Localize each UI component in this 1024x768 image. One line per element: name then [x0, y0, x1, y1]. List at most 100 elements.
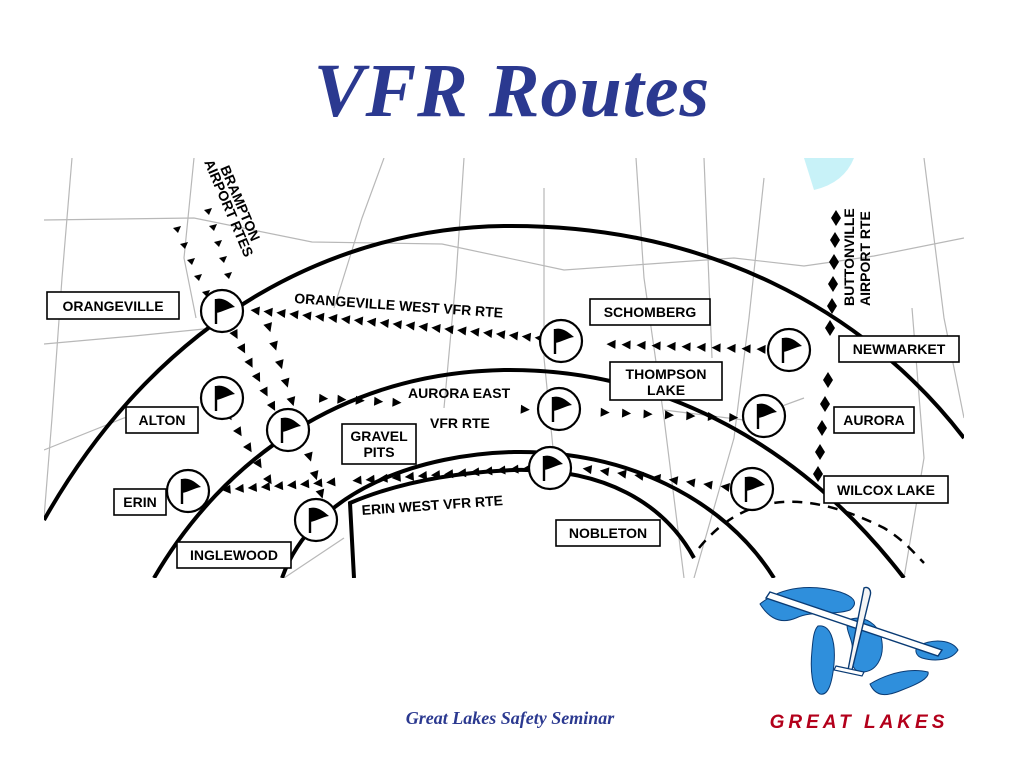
route-arrow [318, 393, 329, 403]
road [635, 158, 685, 578]
flag [746, 476, 765, 491]
route-arrow [666, 341, 676, 351]
lake-water [804, 158, 854, 190]
route-arrow [521, 332, 532, 342]
town-label-alton: ALTON [125, 406, 199, 434]
route-label-buttonville-2: AIRPORT RTE [857, 211, 873, 306]
flag [282, 417, 301, 432]
route-arrow [599, 467, 610, 477]
town-label-gravel-pits: GRAVEL PITS [341, 423, 417, 465]
route-arrow [634, 471, 644, 481]
route-arrow [392, 397, 402, 407]
route-arrow [643, 409, 653, 419]
reporting-point-flag-icon [199, 375, 245, 421]
route-arrow [315, 312, 325, 322]
flag [758, 403, 777, 418]
vfr-route-map: ORANGEVILLE SCHOMBERG NEWMARKET THOMPSON… [44, 158, 964, 578]
route-arrow [276, 309, 286, 318]
route-arrow [391, 472, 401, 482]
route-diamond [817, 420, 827, 436]
route-arrow [300, 479, 310, 489]
route-arrow [236, 343, 246, 354]
reporting-point-flag-icon [741, 393, 787, 439]
route-arrow [315, 488, 325, 499]
route-arrow [756, 344, 766, 354]
route-arrow [470, 467, 480, 477]
label-box [555, 519, 661, 547]
route-arrow [209, 224, 217, 231]
buttonville-airport-route [813, 210, 841, 482]
road [443, 158, 465, 409]
route-arrow [194, 274, 202, 281]
route-arrow [337, 394, 347, 404]
reporting-point-flag-icon [165, 468, 211, 514]
town-name: GRAVEL [350, 428, 408, 444]
flag [216, 298, 235, 313]
town-name: LAKE [647, 382, 685, 398]
road [183, 158, 197, 319]
reporting-point-flag-icon [293, 497, 339, 543]
great-lakes-logo: GREAT LAKES [759, 586, 959, 733]
town-name: AURORA [843, 412, 904, 428]
town-label-inglewood: INGLEWOOD [176, 541, 292, 569]
route-arrow [668, 476, 679, 486]
glider-tail [833, 665, 865, 677]
middle-boundary-arc [152, 367, 906, 578]
route-arrow [405, 321, 415, 331]
route-arrow [621, 340, 631, 350]
route-arrow [286, 396, 296, 407]
route-diamond [815, 444, 825, 460]
flag [216, 385, 235, 400]
route-arrow [243, 442, 252, 453]
route-arrow [520, 404, 530, 414]
route-arrow [373, 396, 384, 406]
glider-wing [764, 591, 944, 657]
town-name: SCHOMBERG [604, 304, 697, 320]
route-arrow [229, 328, 238, 340]
route-arrow [352, 475, 362, 485]
route-diamond [831, 210, 841, 226]
route-diamond [823, 372, 833, 388]
outer-boundary-arc [44, 223, 964, 521]
lake-erie [869, 670, 929, 695]
route-arrow [244, 357, 253, 368]
route-arrow [214, 240, 222, 247]
route-arrow [508, 331, 519, 341]
town-name: WILCOX LAKE [837, 482, 935, 498]
route-arrow [483, 466, 493, 476]
route-arrow [651, 341, 661, 351]
route-arrow [269, 340, 278, 351]
route-arrow [202, 290, 210, 297]
road [923, 158, 964, 419]
town-label-aurora: AURORA [833, 406, 915, 434]
route-arrow [266, 400, 276, 411]
route-arrow [681, 342, 691, 352]
route-arrow [696, 342, 706, 352]
road [693, 177, 765, 578]
road [44, 217, 964, 271]
vfr-route-arrows [221, 306, 781, 499]
town-label-newmarket: NEWMARKET [838, 335, 960, 363]
label-box [609, 361, 723, 401]
label-box [833, 406, 915, 434]
reporting-point-flag-icon [527, 445, 573, 491]
town-name: PITS [363, 444, 394, 460]
flag [310, 507, 329, 522]
town-label-nobleton: NOBLETON [555, 519, 661, 547]
route-arrow [253, 458, 262, 469]
route-arrow [355, 395, 365, 405]
route-diamond [828, 276, 838, 292]
route-arrow [726, 343, 736, 353]
route-arrow [457, 326, 467, 336]
road [283, 537, 345, 578]
route-arrow [280, 377, 290, 388]
route-arrow [353, 316, 364, 326]
route-arrow [711, 343, 721, 353]
route-arrow [444, 325, 454, 335]
route-diamond [813, 466, 823, 482]
route-arrow [636, 340, 646, 350]
route-label-aurora-east: AURORA EAST [408, 385, 511, 401]
route-arrow [483, 329, 493, 338]
route-arrow [204, 208, 212, 215]
route-arrow [309, 470, 319, 481]
